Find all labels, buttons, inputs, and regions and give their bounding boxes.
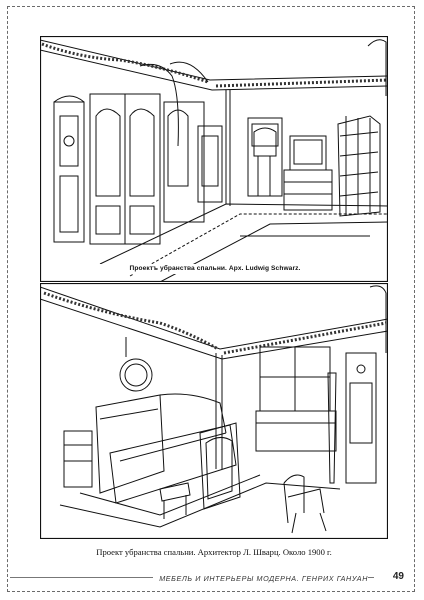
page-frame	[7, 6, 415, 592]
page-number: 49	[392, 571, 404, 582]
figure-caption-top: Проектъ убранства спальни. Арх. Ludwig S…	[44, 264, 386, 274]
page-footer: МЕБЕЛЬ И ИНТЕРЬЕРЫ МОДЕРНА. ГЕНРИХ ГАНУА…	[10, 566, 414, 590]
running-title: МЕБЕЛЬ И ИНТЕРЬЕРЫ МОДЕРНА. ГЕНРИХ ГАНУА…	[153, 574, 368, 583]
illustration-bottom-bedroom	[40, 283, 388, 539]
figure-caption-bottom: Проект убранства спальни. Архитектор Л. …	[96, 547, 332, 557]
illustration-top-bedroom	[40, 36, 388, 282]
